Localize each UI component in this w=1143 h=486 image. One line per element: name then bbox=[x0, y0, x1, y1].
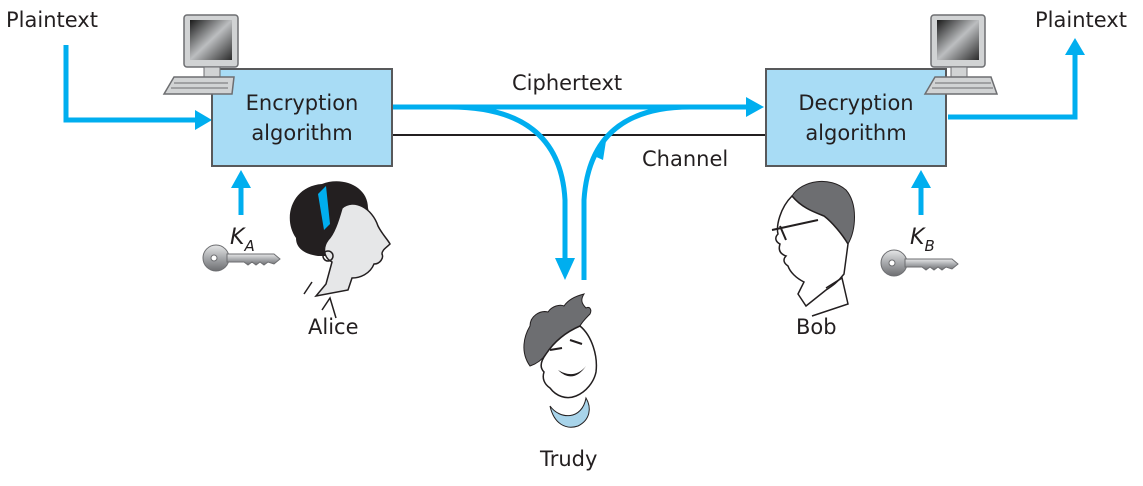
key-b-arrow bbox=[911, 170, 931, 215]
decryption-algorithm-box: Decryption algorithm bbox=[765, 68, 947, 167]
encryption-algorithm-box: Encryption algorithm bbox=[211, 68, 393, 167]
decryption-box-line1: Decryption bbox=[798, 91, 913, 115]
inject-arrow bbox=[581, 104, 691, 280]
ciphertext-label: Ciphertext bbox=[512, 71, 622, 95]
trudy-portrait-icon bbox=[523, 293, 598, 428]
plaintext-out-arrow bbox=[948, 38, 1085, 120]
key-a-symbol: K bbox=[230, 225, 246, 250]
channel-label: Channel bbox=[642, 147, 728, 171]
key-icon bbox=[880, 249, 959, 277]
trudy-name: Trudy bbox=[539, 447, 597, 471]
alice-portrait-icon bbox=[289, 181, 391, 319]
key-a-subscript: A bbox=[243, 237, 254, 255]
decryption-box-line2: algorithm bbox=[805, 121, 906, 145]
key-a-label: KA bbox=[230, 225, 255, 255]
plaintext-in-label: Plaintext bbox=[6, 8, 98, 32]
encryption-box-line2: algorithm bbox=[251, 121, 352, 145]
ciphertext-arrow bbox=[392, 97, 764, 117]
key-icon bbox=[202, 244, 281, 272]
key-b-subscript: B bbox=[924, 237, 934, 255]
plaintext-out-label: Plaintext bbox=[1035, 8, 1127, 32]
bob-name: Bob bbox=[796, 315, 837, 339]
plaintext-in-arrow bbox=[63, 45, 212, 130]
alice-name: Alice bbox=[308, 315, 359, 339]
encryption-box-line1: Encryption bbox=[246, 91, 359, 115]
key-b-symbol: K bbox=[910, 225, 926, 250]
intercept-arrow bbox=[449, 104, 575, 280]
bob-portrait-icon bbox=[771, 180, 855, 317]
computer-icon bbox=[923, 14, 999, 95]
key-a-arrow bbox=[231, 170, 251, 215]
computer-icon bbox=[162, 14, 239, 95]
key-b-label: KB bbox=[910, 225, 935, 255]
